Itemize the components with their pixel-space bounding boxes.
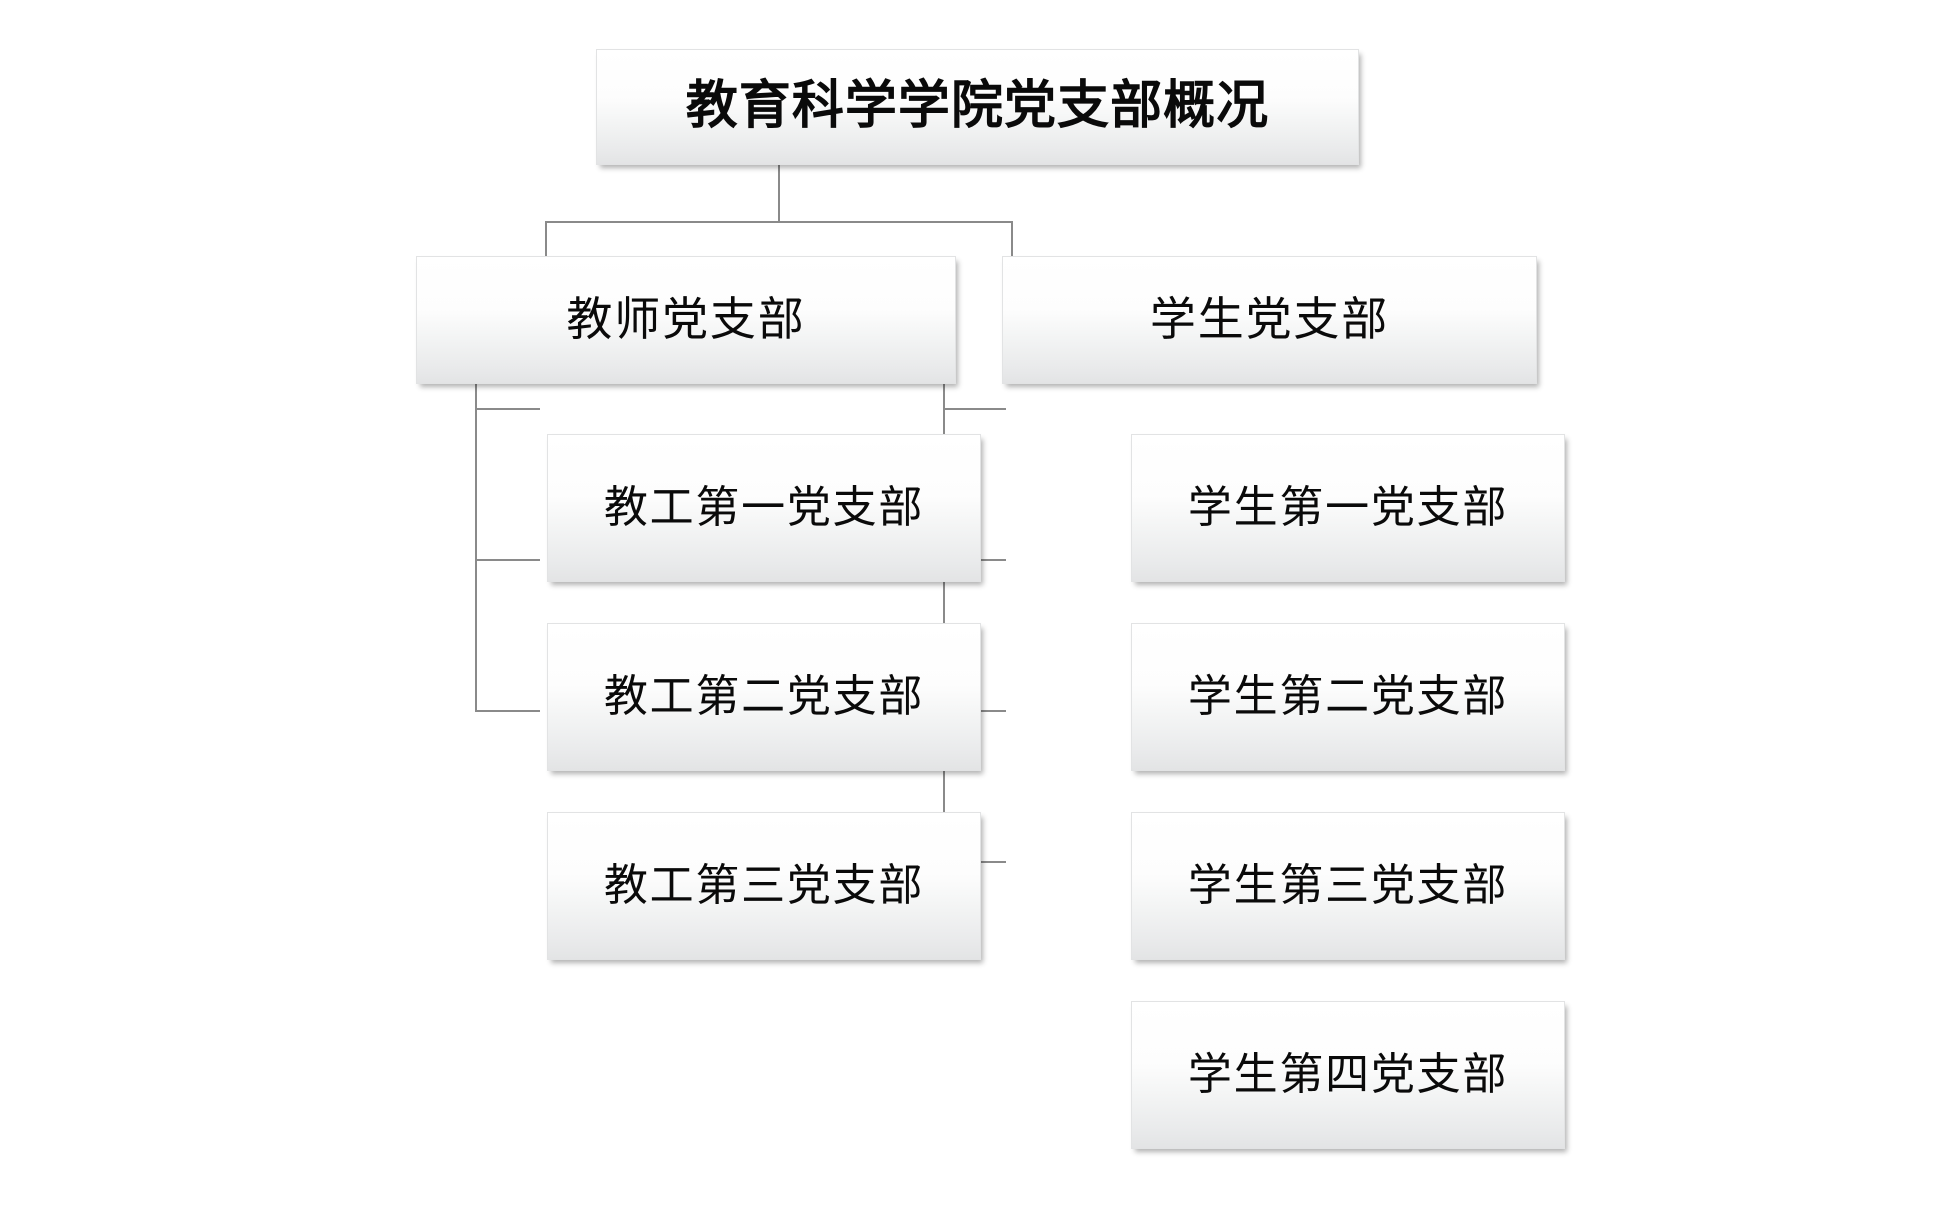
connector-root-to-teacher [545,221,547,256]
node-teacher-child-3[interactable]: 教工第三党支部 [547,812,981,960]
node-student-child-4[interactable]: 学生第四党支部 [1131,1001,1565,1149]
node-student-branch[interactable]: 学生党支部 [1002,256,1537,384]
node-student-branch-label: 学生党支部 [1149,294,1390,345]
connector-teacher-child-3 [475,710,540,712]
node-teacher-child-1-label: 教工第一党支部 [603,483,925,532]
node-student-child-2-label: 学生第二党支部 [1187,672,1509,721]
node-teacher-child-2-label: 教工第二党支部 [603,672,925,721]
connector-student-child-1 [943,408,1006,410]
connector-root-bus [545,221,1013,223]
connector-teacher-spine [475,308,477,712]
node-student-child-1[interactable]: 学生第一党支部 [1131,434,1565,582]
node-teacher-child-2[interactable]: 教工第二党支部 [547,623,981,771]
connector-root-stem [778,163,780,223]
node-root-label: 教育科学学院党支部概况 [685,78,1270,135]
node-student-child-3[interactable]: 学生第三党支部 [1131,812,1565,960]
node-teacher-branch-label: 教师党支部 [566,294,806,345]
node-student-child-1-label: 学生第一党支部 [1187,483,1509,532]
node-root[interactable]: 教育科学学院党支部概况 [596,49,1359,165]
connector-teacher-child-1 [475,408,540,410]
node-student-child-3-label: 学生第三党支部 [1187,861,1509,910]
node-student-child-2[interactable]: 学生第二党支部 [1131,623,1565,771]
node-teacher-child-1[interactable]: 教工第一党支部 [547,434,981,582]
connector-teacher-child-2 [475,559,540,561]
connector-root-to-student [1011,221,1013,256]
node-student-child-4-label: 学生第四党支部 [1187,1050,1509,1099]
connector-student-spine [943,308,945,861]
node-teacher-child-3-label: 教工第三党支部 [603,861,925,910]
node-teacher-branch[interactable]: 教师党支部 [416,256,956,384]
